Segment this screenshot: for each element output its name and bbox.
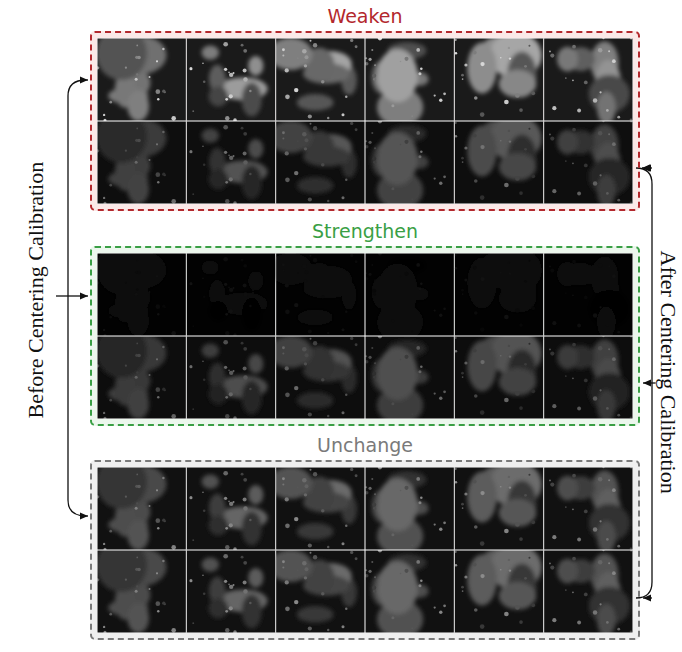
bracket (56, 80, 664, 598)
panel-fill (90, 460, 640, 640)
feature-map (454, 38, 543, 121)
feature-map (454, 253, 543, 336)
feature-map (97, 336, 186, 419)
panel-title: Unchange (313, 435, 417, 456)
feature-map (454, 336, 543, 419)
feature-map-group (90, 456, 640, 640)
feature-map-group (90, 242, 640, 426)
feature-map (544, 550, 633, 633)
feature-map (544, 38, 633, 121)
feature-map (365, 121, 454, 204)
category-panel: Unchange (90, 460, 640, 640)
feature-map (454, 467, 543, 550)
feature-map (186, 467, 275, 550)
feature-map (276, 38, 365, 121)
feature-map (544, 336, 633, 419)
feature-map (97, 550, 186, 633)
panel-title: Strengthen (308, 221, 422, 242)
feature-map (544, 121, 633, 204)
feature-map (276, 467, 365, 550)
feature-map (186, 336, 275, 419)
feature-map (365, 550, 454, 633)
feature-map (365, 467, 454, 550)
panel-fill (90, 246, 640, 426)
feature-map (454, 550, 543, 633)
feature-map (186, 121, 275, 204)
feature-map (544, 253, 633, 336)
feature-map (97, 467, 186, 550)
feature-map (97, 253, 186, 336)
feature-map (276, 336, 365, 419)
feature-map (454, 121, 543, 204)
axis-label: After Centering Calibration (656, 250, 680, 493)
feature-map (97, 38, 186, 121)
feature-map (276, 121, 365, 204)
panel-fill (90, 31, 640, 211)
feature-map (97, 121, 186, 204)
feature-map (365, 336, 454, 419)
feature-map-group (90, 27, 640, 211)
feature-map (276, 550, 365, 633)
feature-map (186, 253, 275, 336)
feature-map (544, 467, 633, 550)
category-panel: Weaken (90, 31, 640, 211)
feature-map (186, 38, 275, 121)
feature-map (186, 550, 275, 633)
category-panel: Strengthen (90, 246, 640, 426)
feature-map (365, 38, 454, 121)
feature-map (365, 253, 454, 336)
panel-title: Weaken (323, 6, 406, 27)
axis-label: Before Centering Calibration (24, 162, 48, 419)
feature-map (276, 253, 365, 336)
